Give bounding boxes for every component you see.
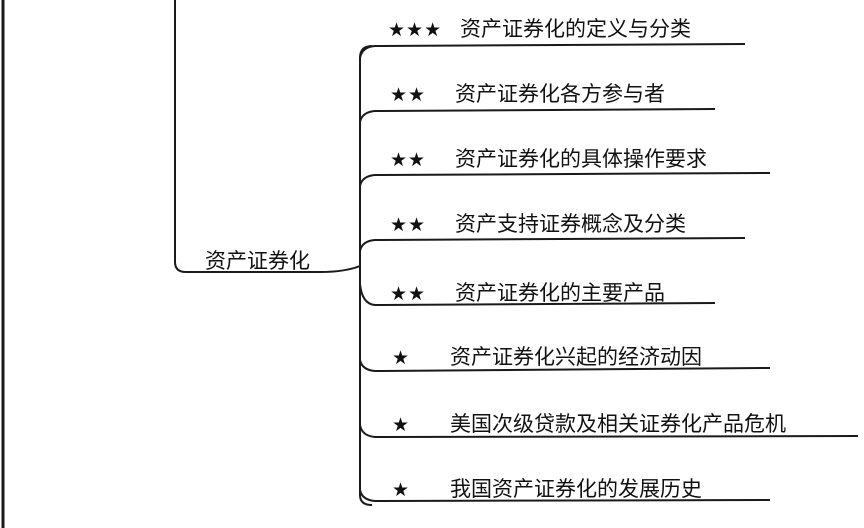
star-rating: ★★ bbox=[390, 149, 427, 171]
star-rating: ★★★ bbox=[388, 19, 443, 41]
child-branch-3 bbox=[359, 172, 771, 187]
child-branch-2 bbox=[359, 108, 716, 123]
star-rating: ★ bbox=[392, 414, 411, 436]
topic-label: 资产证券化的定义与分类 bbox=[460, 17, 691, 41]
trunk-line bbox=[174, 0, 361, 273]
parent-topic-label: 资产证券化 bbox=[205, 249, 310, 273]
star-rating: ★★ bbox=[390, 84, 427, 106]
topic-label: 美国次级贷款及相关证券化产品危机 bbox=[450, 412, 786, 436]
child-branch-5 bbox=[359, 283, 716, 307]
star-rating: ★ bbox=[392, 347, 411, 369]
topic-label: 资产证券化的具体操作要求 bbox=[455, 147, 707, 171]
topic-label: 资产证券化各方参与者 bbox=[455, 82, 665, 106]
child-branch-1 bbox=[359, 43, 746, 59]
star-rating: ★★ bbox=[390, 214, 427, 236]
child-branch-6 bbox=[359, 359, 771, 373]
topic-label: 我国资产证券化的发展历史 bbox=[450, 477, 702, 501]
child-branch-8 bbox=[359, 489, 771, 503]
child-branch-7 bbox=[359, 424, 859, 439]
topic-label: 资产支持证券概念及分类 bbox=[455, 212, 686, 236]
child-branch-4 bbox=[359, 237, 746, 252]
topic-label: 资产证券化兴起的经济动因 bbox=[450, 345, 702, 369]
topic-label: 资产证券化的主要产品 bbox=[455, 281, 665, 305]
star-rating: ★ bbox=[392, 479, 411, 501]
star-rating: ★★ bbox=[390, 283, 427, 305]
